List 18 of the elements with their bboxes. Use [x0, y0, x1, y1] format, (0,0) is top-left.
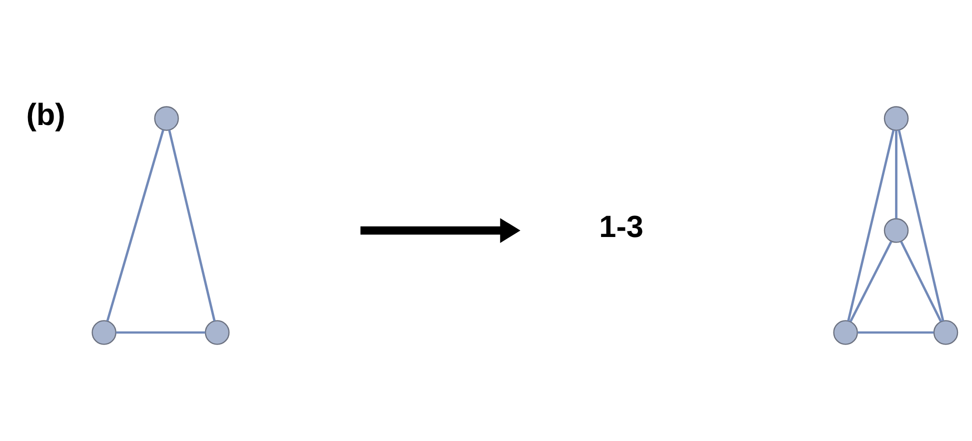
node-circle: [204, 320, 230, 345]
connector: [858, 331, 934, 334]
node-circle: [833, 320, 858, 345]
connector: [116, 331, 206, 334]
connector: [847, 130, 895, 322]
node-circle: [933, 320, 958, 345]
node-circle: [884, 218, 909, 243]
node-circle: [884, 106, 909, 131]
connector: [898, 130, 944, 322]
connector: [900, 241, 942, 322]
node-circle: [154, 106, 179, 131]
node-circle: [92, 320, 116, 345]
connector: [850, 241, 892, 322]
label: 1-3: [599, 210, 644, 244]
connector: [168, 130, 216, 322]
connector: [895, 130, 898, 218]
connector: [106, 130, 164, 322]
label: (b): [26, 98, 66, 132]
